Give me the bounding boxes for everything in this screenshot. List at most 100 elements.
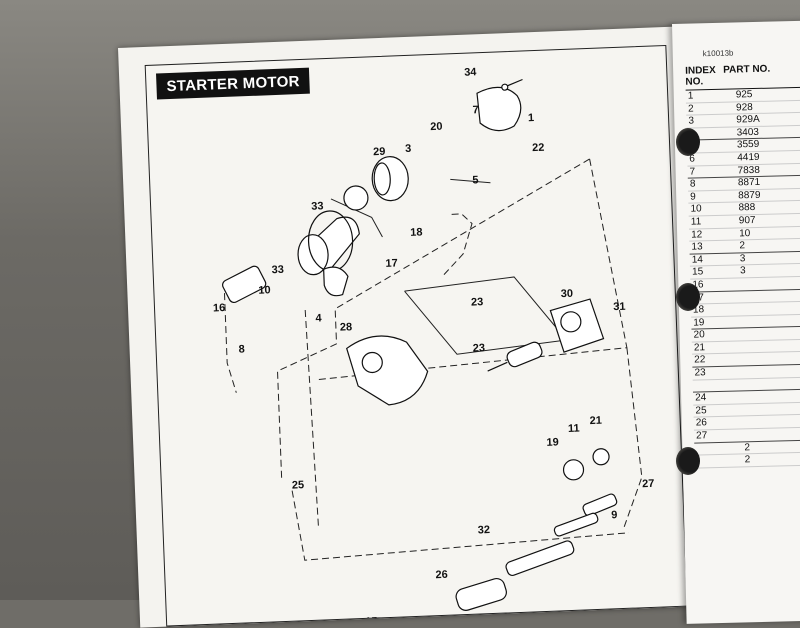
binder-hole	[676, 283, 700, 311]
cell-index: 14	[691, 254, 704, 266]
cell-index: 20	[693, 329, 705, 341]
callout-19: 19	[546, 436, 559, 448]
rear-cover-part	[476, 86, 522, 132]
binder-hole	[676, 447, 700, 475]
cell-index: 1	[687, 90, 694, 102]
cell-index: 23	[694, 367, 706, 379]
parts-drawing	[222, 78, 618, 611]
callout-10: 10	[258, 284, 271, 296]
cell-index: 7	[689, 166, 696, 178]
table-body: 192529283929A434035355964419778388887198…	[685, 87, 800, 469]
cell-index	[694, 442, 734, 455]
callout-4: 4	[315, 312, 322, 324]
cell-part-number: 928	[735, 101, 753, 114]
callout-18: 18	[410, 226, 423, 238]
cell-part-number	[731, 315, 800, 328]
cell-part-number	[732, 352, 800, 365]
cell-part-number: 2	[739, 240, 746, 252]
callout-29: 29	[373, 146, 386, 158]
callout-33: 33	[311, 200, 324, 212]
cell-index: 24	[695, 392, 707, 404]
cell-part-number: 10	[739, 227, 751, 239]
overrunning-clutch-part	[455, 577, 507, 611]
callout-16: 16	[213, 302, 226, 314]
callout-7: 7	[472, 104, 479, 116]
cell-part-number	[732, 340, 800, 353]
cell-part-number: 8871	[737, 177, 761, 189]
parts-index-table: INDEX NO. PART NO. 192529283929A43403535…	[685, 62, 800, 469]
cell-part-number	[732, 365, 800, 378]
table-row: 2	[694, 452, 800, 469]
callout-28: 28	[340, 321, 353, 333]
cell-index: 9	[690, 191, 696, 203]
header-part: PART NO.	[723, 63, 771, 76]
cell-part-number: 888	[738, 202, 756, 214]
callout-5: 5	[472, 174, 479, 186]
cell-part-number	[730, 277, 800, 290]
cell-part-number	[731, 327, 800, 340]
callout-27: 27	[642, 478, 655, 490]
binder-hole	[676, 128, 700, 156]
cell-part-number: 3	[739, 265, 746, 277]
callout-23: 23	[471, 296, 484, 308]
callout-1: 1	[528, 112, 535, 124]
callout-15: 15	[365, 615, 378, 625]
cell-part-number: 3559	[736, 139, 760, 151]
cell-index	[693, 379, 733, 392]
cell-index: 25	[695, 405, 707, 417]
cell-index: 27	[695, 430, 708, 442]
cell-part-number: 2	[744, 441, 751, 453]
brush-plate-part	[343, 185, 369, 211]
cell-index: 13	[691, 241, 703, 253]
cell-part-number	[734, 428, 800, 441]
callout-31: 31	[613, 301, 626, 313]
callout-33: 33	[271, 264, 284, 276]
cell-part-number: 2	[744, 454, 751, 466]
cell-index: 19	[693, 316, 705, 329]
callout-9: 9	[611, 509, 618, 521]
table-header: INDEX NO. PART NO.	[685, 62, 800, 91]
cell-part-number	[734, 415, 800, 428]
callout-8: 8	[238, 343, 245, 355]
cell-part-number: 4419	[737, 151, 760, 164]
callout-3: 3	[405, 143, 412, 155]
cell-index: 15	[691, 266, 704, 278]
cell-part-number: 7838	[737, 164, 760, 177]
cell-index: 3	[688, 115, 695, 127]
gear-housing-part	[346, 335, 429, 406]
callout-21: 21	[589, 415, 602, 427]
callout-32: 32	[478, 524, 491, 536]
cell-part-number: 925	[735, 89, 753, 101]
cell-part-number: 8879	[738, 189, 761, 202]
assembly-outline	[223, 158, 643, 561]
cell-part-number: 929A	[736, 114, 760, 126]
idler-gear-part	[562, 459, 585, 481]
figure-reference: k10013b	[702, 48, 734, 59]
cell-part-number: 907	[738, 214, 756, 227]
cell-index: 8	[689, 178, 696, 190]
header-index: INDEX NO.	[685, 64, 716, 88]
cell-index: 26	[695, 417, 708, 429]
callout-11: 11	[568, 423, 580, 435]
cell-index: 12	[691, 228, 703, 241]
cell-part-number	[733, 403, 800, 416]
cell-part-number	[733, 378, 800, 391]
cell-index: 2	[687, 103, 694, 115]
callout-20: 20	[430, 121, 443, 133]
callout-30: 30	[561, 288, 574, 300]
cell-index	[695, 455, 735, 468]
callout-17: 17	[385, 257, 398, 269]
cell-part-number	[733, 390, 800, 403]
cell-index: 10	[690, 203, 702, 215]
cell-index: 21	[693, 342, 706, 354]
cell-part-number	[731, 289, 800, 302]
cell-part-number: 3403	[736, 126, 760, 139]
armature-part	[222, 265, 267, 304]
callout-23: 23	[473, 342, 486, 354]
cell-part-number	[731, 302, 800, 315]
callout-22: 22	[532, 142, 545, 154]
